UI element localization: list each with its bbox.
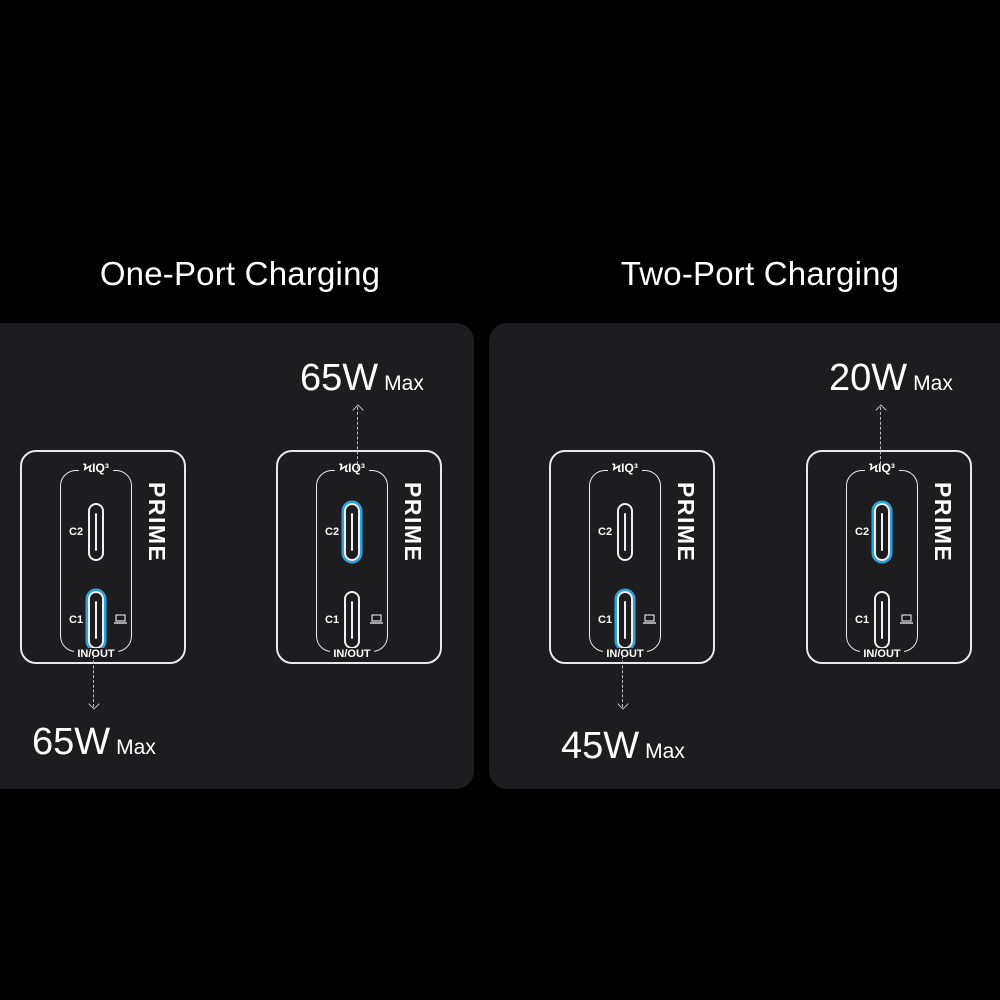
charger-c1-active: ϞIQ³ C2 C1 IN/OUT PRIME <box>20 450 186 664</box>
port-c1-active <box>617 591 633 649</box>
arrow-down-line <box>93 651 94 707</box>
arrow-down-icon <box>88 698 100 710</box>
in-out-label: IN/OUT <box>317 648 387 660</box>
brand-prime: PRIME <box>400 482 426 563</box>
port-label-c1: C1 <box>598 614 613 626</box>
iq-logo: ϞIQ³ <box>590 461 660 475</box>
port-label-c1: C1 <box>855 614 870 626</box>
port-frame: ϞIQ³ C2 C1 IN/OUT <box>589 461 661 660</box>
arrow-up-icon <box>352 404 364 416</box>
port-c2-active <box>874 503 890 561</box>
charger-c2-active: ϞIQ³ C2 C1 IN/OUT PRIME <box>806 450 972 664</box>
port-frame: ϞIQ³ C2 C1 IN/OUT <box>316 461 388 660</box>
port-label-c2: C2 <box>325 526 340 538</box>
laptop-icon <box>900 614 913 624</box>
arrow-down-line <box>622 651 623 707</box>
arrow-up-icon <box>875 404 887 416</box>
port-c1 <box>874 591 890 649</box>
brand-prime: PRIME <box>930 482 956 563</box>
port-c2-active <box>344 503 360 561</box>
arrow-up-line <box>357 407 358 469</box>
arrow-up-line <box>880 407 881 469</box>
port-c2 <box>88 503 104 561</box>
port-label-c1: C1 <box>325 614 340 626</box>
laptop-icon <box>643 614 656 624</box>
two-port-heading: Two-Port Charging <box>620 255 900 292</box>
port-label-c2: C2 <box>69 526 84 538</box>
port-label-c1: C1 <box>69 614 84 626</box>
laptop-icon <box>114 614 127 624</box>
charger-c2-active: ϞIQ³ C2 C1 IN/OUT PRIME <box>276 450 442 664</box>
iq-logo: ϞIQ³ <box>61 461 131 475</box>
port-frame: ϞIQ³ C2 C1 IN/OUT <box>60 461 132 660</box>
in-out-label: IN/OUT <box>590 648 660 660</box>
iq-logo: ϞIQ³ <box>317 461 387 475</box>
port-c1-active <box>88 591 104 649</box>
charger-c1-active: ϞIQ³ C2 C1 IN/OUT PRIME <box>549 450 715 664</box>
port-c2 <box>617 503 633 561</box>
laptop-icon <box>370 614 383 624</box>
arrow-down-icon <box>617 698 629 710</box>
in-out-label: IN/OUT <box>61 648 131 660</box>
iq-logo: ϞIQ³ <box>847 461 917 475</box>
port-label-c2: C2 <box>855 526 870 538</box>
port-frame: ϞIQ³ C2 C1 IN/OUT <box>846 461 918 660</box>
brand-prime: PRIME <box>144 482 170 563</box>
brand-prime: PRIME <box>673 482 699 563</box>
one-port-heading: One-Port Charging <box>99 255 381 292</box>
port-c1 <box>344 591 360 649</box>
port-label-c2: C2 <box>598 526 613 538</box>
in-out-label: IN/OUT <box>847 648 917 660</box>
